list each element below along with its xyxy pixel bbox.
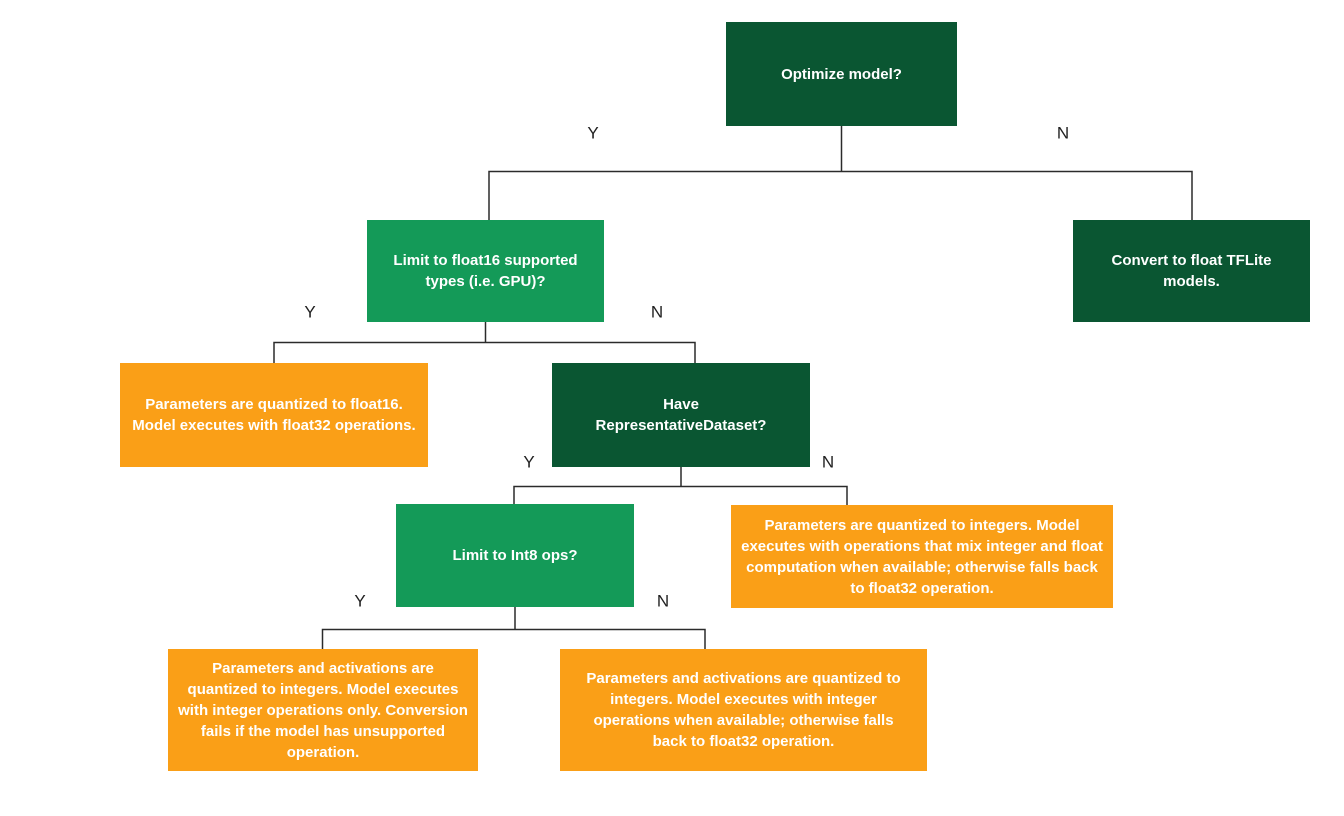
node-mixed-integer-float-result-label: Parameters are quantized to integers. Mo…	[741, 516, 1103, 597]
branch-label-optimize-yes: Y	[587, 123, 599, 143]
branch-label-dataset-no: N	[821, 452, 835, 472]
branch-label-int8-no: N	[656, 591, 670, 611]
branch-label-float16-yes: Y	[304, 302, 316, 322]
connector-float16-branches	[273, 322, 696, 363]
branch-label-optimize-no: N	[1056, 123, 1070, 143]
node-convert-float-tflite: Convert to float TFLite models.	[1073, 220, 1310, 322]
node-limit-int8-ops: Limit to Int8 ops?	[396, 504, 634, 607]
node-optimize-model-label: Optimize model?	[781, 65, 902, 83]
node-integer-fallback-result-label: Parameters and activations are quantized…	[586, 670, 901, 750]
node-integer-only-result-label: Parameters and activations are quantized…	[178, 659, 468, 761]
node-float16-quantization-result-label: Parameters are quantized to float16. Mod…	[132, 396, 416, 434]
node-integer-only-result: Parameters and activations are quantized…	[168, 649, 478, 771]
connector-optimize-branches	[488, 126, 1193, 220]
connector-dataset-branches	[513, 467, 848, 505]
node-convert-float-tflite-label: Convert to float TFLite models.	[1111, 252, 1272, 290]
branch-label-float16-no: N	[650, 302, 664, 322]
branch-label-dataset-yes: Y	[523, 452, 535, 472]
node-have-representative-dataset-label: Have RepresentativeDataset?	[595, 396, 767, 434]
connector-int8-branches	[321, 607, 706, 649]
node-mixed-integer-float-result: Parameters are quantized to integers. Mo…	[731, 505, 1113, 608]
node-integer-fallback-result: Parameters and activations are quantized…	[560, 649, 927, 771]
branch-label-int8-yes: Y	[354, 591, 366, 611]
node-limit-float16-label: Limit to float16 supported types (i.e. G…	[393, 252, 578, 290]
node-have-representative-dataset: Have RepresentativeDataset?	[552, 363, 810, 467]
node-limit-float16: Limit to float16 supported types (i.e. G…	[367, 220, 604, 322]
node-limit-int8-ops-label: Limit to Int8 ops?	[452, 547, 578, 564]
node-optimize-model: Optimize model?	[726, 22, 957, 126]
node-float16-quantization-result: Parameters are quantized to float16. Mod…	[120, 363, 428, 467]
